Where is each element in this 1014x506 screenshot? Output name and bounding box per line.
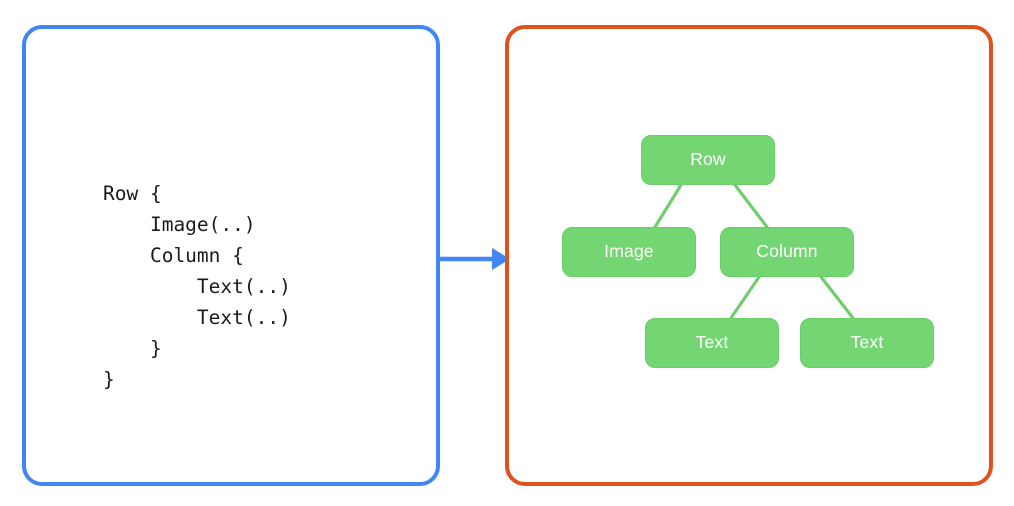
- tree-node-column[interactable]: Column: [720, 227, 854, 277]
- edge-row-image: [653, 183, 683, 229]
- tree-node-text-2[interactable]: Text: [800, 318, 934, 368]
- edge-column-text1: [729, 275, 761, 320]
- tree-panel: Row Image Column Text Text: [505, 25, 993, 486]
- code-snippet: Row { Image(..) Column { Text(..) Text(.…: [103, 182, 291, 391]
- tree-node-row[interactable]: Row: [641, 135, 775, 185]
- code-panel: Row { Image(..) Column { Text(..) Text(.…: [22, 25, 440, 486]
- flow-arrow: [438, 248, 510, 270]
- tree-node-text-1[interactable]: Text: [645, 318, 779, 368]
- edge-column-text2: [819, 275, 855, 320]
- edge-row-column: [733, 183, 769, 229]
- tree-node-image[interactable]: Image: [562, 227, 696, 277]
